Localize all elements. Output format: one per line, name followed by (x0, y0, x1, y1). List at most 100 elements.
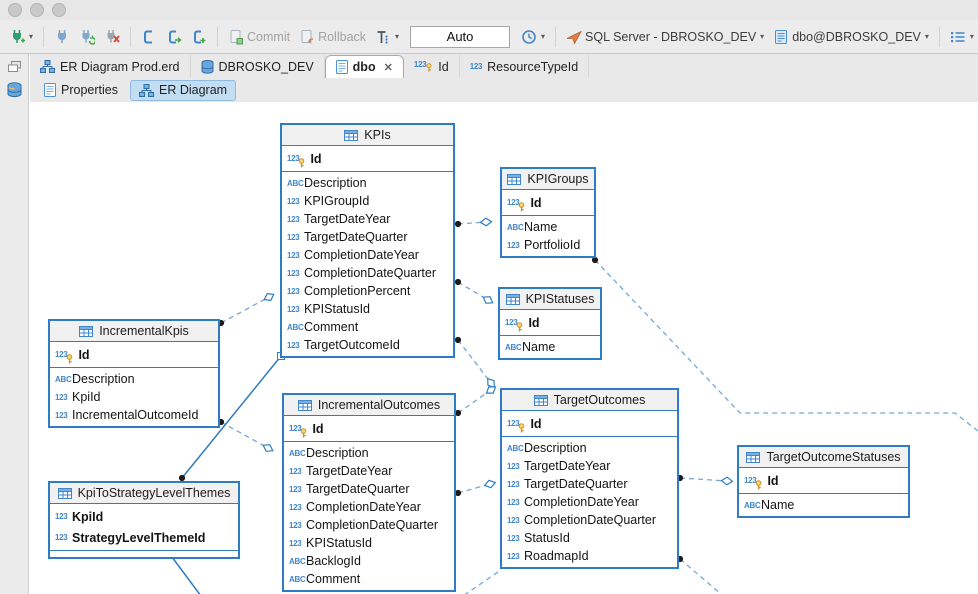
schema-selector[interactable]: dbo@DBROSKO_DEV ▾ (769, 27, 933, 47)
close-icon[interactable]: ✕ (383, 61, 393, 74)
sql-editor-button[interactable] (137, 27, 161, 47)
connection-selector[interactable]: SQL Server - DBROSKO_DEV ▾ (562, 27, 768, 47)
row-limit-button[interactable]: ▾ (946, 27, 978, 47)
view-tab-er-diagram[interactable]: ER Diagram (129, 79, 237, 101)
entity-header[interactable]: TargetOutcomeStatuses (739, 447, 908, 468)
editor-tab-dbo[interactable]: dbo✕ (324, 55, 404, 78)
editor-tab-er-diagram-prod-erd[interactable]: ER Diagram Prod.erd (30, 55, 191, 78)
entity-header[interactable]: KPIGroups (502, 169, 594, 190)
transaction-mode-button[interactable]: ▾ (371, 27, 403, 47)
new-sql-editor-button[interactable] (187, 27, 211, 47)
table-icon (507, 173, 522, 185)
disconnect-button[interactable] (100, 27, 124, 47)
traffic-light-zoom-button[interactable] (52, 3, 66, 17)
new-connection-button[interactable]: ▾ (5, 27, 37, 47)
transaction-mode-select[interactable]: Auto (410, 25, 511, 48)
view-tab-properties[interactable]: Properties (35, 80, 127, 101)
string-type-icon: ABC (289, 448, 306, 458)
open-sql-script-button[interactable] (162, 27, 186, 47)
commit-button[interactable]: Commit (224, 27, 294, 47)
traffic-light-minimize-button[interactable] (30, 3, 44, 17)
reconnect-button[interactable] (75, 27, 99, 47)
table-icon (746, 451, 761, 463)
entity-name: TargetOutcomes (553, 393, 646, 407)
connect-button[interactable] (50, 27, 74, 47)
entity-header[interactable]: IncrementalKpis (50, 321, 218, 342)
column-name: PortfolioId (524, 238, 581, 252)
entity-header[interactable]: KPIStatuses (500, 289, 600, 310)
entity-header[interactable]: TargetOutcomes (502, 390, 677, 411)
relation-line (457, 339, 492, 384)
entity-header[interactable]: KPIs (282, 125, 453, 146)
chevron-down-icon: ▾ (969, 32, 974, 41)
entity-header[interactable]: IncrementalOutcomes (284, 395, 454, 416)
editor-tab-dbrosko-dev[interactable]: DBROSKO_DEV (191, 55, 325, 78)
traffic-light-close-button[interactable] (8, 3, 22, 17)
column-name: CompletionDateQuarter (304, 266, 437, 280)
table-icon (297, 399, 312, 411)
transaction-history-button[interactable]: ▾ (517, 27, 549, 47)
restore-panel-icon[interactable] (7, 60, 22, 73)
entity-header[interactable]: KpiToStrategyLevelThemes (50, 483, 238, 504)
database-navigator-icon[interactable] (6, 82, 23, 98)
column-name: Id (767, 473, 779, 488)
rollback-button[interactable]: Rollback (295, 27, 370, 47)
number-type-icon: 123 (507, 551, 520, 561)
tab-label: Id (438, 59, 449, 74)
number-type-icon: 123 (289, 502, 302, 512)
